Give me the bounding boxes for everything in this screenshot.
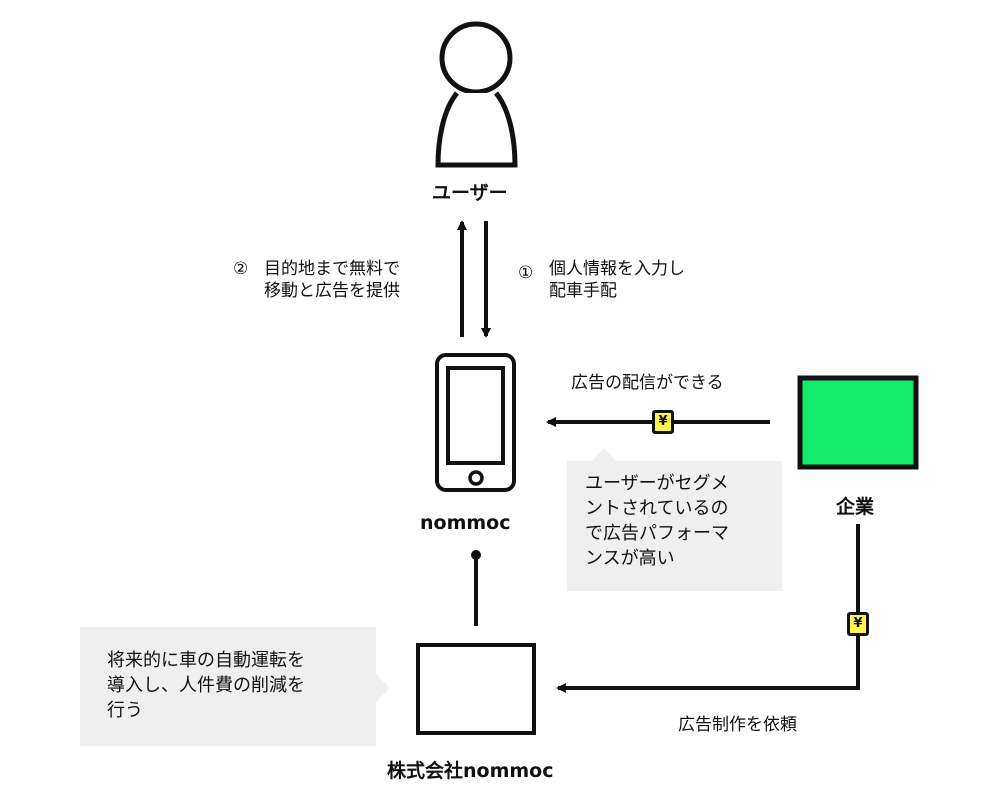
corp-box xyxy=(416,643,536,735)
flow-company-to-app-label: 広告の配信ができる xyxy=(571,373,724,393)
user-label: ユーザー xyxy=(432,182,508,204)
callout-segment-line: ントされているの xyxy=(585,498,729,519)
flow-app-to-user-line-1: 目的地まで無料で xyxy=(264,259,400,279)
flow-app-to-user-number: ② xyxy=(233,259,249,279)
flow-user-to-app-line-1: 個人情報を入力し xyxy=(549,259,685,279)
callout-autonomous-line: 将来的に車の自動運転を xyxy=(107,650,305,671)
callout-segment-line: ユーザーがセグメ xyxy=(585,473,729,494)
person-icon xyxy=(435,21,518,168)
app-label: nommoc xyxy=(420,512,511,534)
payment-yen-icon: ¥ xyxy=(652,410,674,434)
payment-yen-icon: ¥ xyxy=(847,612,869,636)
callout-autonomous: 将来的に車の自動運転を 導入し、人件費の削減を 行う xyxy=(80,627,376,746)
callout-segment: ユーザーがセグメ ントされているの で広告パフォーマ ンスが高い xyxy=(567,461,782,591)
company-label: 企業 xyxy=(836,496,875,518)
corp-label: 株式会社nommoc xyxy=(387,760,554,782)
callout-autonomous-line: 導入し、人件費の削減を xyxy=(107,675,305,696)
callout-segment-line: で広告パフォーマ xyxy=(585,523,729,544)
arrow-company-to-corp xyxy=(556,524,860,693)
flow-user-to-app-number: ① xyxy=(518,263,534,283)
flow-company-to-corp-label: 広告制作を依頼 xyxy=(678,715,797,735)
flow-app-to-user-line-2: 移動と広告を提供 xyxy=(264,281,400,301)
callout-autonomous-line: 行う xyxy=(107,700,143,721)
callout-segment-line: ンスが高い xyxy=(585,548,675,569)
flow-user-to-app-line-2: 配車手配 xyxy=(549,281,617,301)
smartphone-icon xyxy=(435,353,516,492)
callout-autonomous-pointer xyxy=(375,673,390,703)
callout-segment-pointer xyxy=(592,448,616,461)
company-box xyxy=(797,375,919,470)
